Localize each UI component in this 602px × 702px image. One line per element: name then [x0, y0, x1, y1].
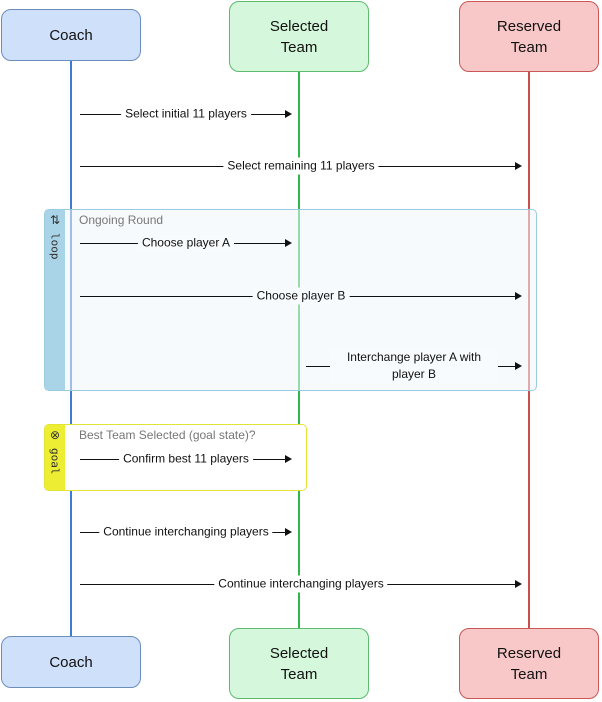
- message-continue-interchanging-selected[interactable]: Continue interchanging players: [80, 522, 292, 542]
- loop-frame-tag: loop: [48, 233, 62, 260]
- repeat-arrows-icon: ⇅: [49, 213, 61, 227]
- coach-actor-label: Coach: [49, 653, 93, 671]
- message-select-remaining-players[interactable]: Select remaining 11 players: [80, 156, 522, 176]
- message-label: Interchange player A with player B: [330, 349, 498, 383]
- coach-actor-top[interactable]: Coach: [1, 9, 141, 61]
- selected-team-label-line1: Selected: [269, 644, 329, 662]
- loop-frame-tab: ⇅ loop: [45, 210, 65, 390]
- reserved-team-label-line1: Reserved: [496, 17, 562, 35]
- goal-frame-tab: ⊗ goal: [45, 425, 65, 490]
- message-select-initial-players[interactable]: Select initial 11 players: [80, 104, 292, 124]
- message-choose-player-b[interactable]: Choose player B: [80, 286, 522, 306]
- message-label: Select remaining 11 players: [223, 157, 379, 175]
- goal-frame-title: Best Team Selected (goal state)?: [79, 428, 256, 442]
- message-confirm-best-players[interactable]: Confirm best 11 players: [80, 449, 292, 469]
- message-interchange-players[interactable]: Interchange player A with player B: [306, 349, 522, 383]
- selected-team-label-line1: Selected: [269, 17, 329, 35]
- reserved-team-label-line2: Team: [510, 38, 548, 56]
- goal-icon: ⊗: [49, 428, 61, 442]
- selected-team-label-line2: Team: [280, 38, 318, 56]
- message-label: Select initial 11 players: [121, 105, 251, 123]
- coach-actor-bottom[interactable]: Coach: [1, 636, 141, 688]
- message-label: Continue interchanging players: [214, 575, 388, 593]
- reserved-team-actor-bottom[interactable]: Reserved Team: [459, 628, 599, 699]
- message-label: Confirm best 11 players: [119, 450, 253, 468]
- reserved-team-label-line2: Team: [510, 665, 548, 683]
- message-choose-player-a[interactable]: Choose player A: [80, 233, 292, 253]
- selected-team-label-line2: Team: [280, 665, 318, 683]
- loop-frame-title: Ongoing Round: [79, 213, 164, 227]
- message-label: Continue interchanging players: [99, 523, 273, 541]
- goal-frame-tag: goal: [48, 448, 62, 475]
- reserved-team-actor-top[interactable]: Reserved Team: [459, 1, 599, 72]
- message-label: Choose player A: [137, 234, 235, 252]
- reserved-team-label-line1: Reserved: [496, 644, 562, 662]
- coach-actor-label: Coach: [49, 26, 93, 44]
- message-continue-interchanging-reserved[interactable]: Continue interchanging players: [80, 574, 522, 594]
- selected-team-actor-bottom[interactable]: Selected Team: [229, 628, 369, 699]
- message-label: Choose player B: [252, 287, 350, 305]
- selected-team-actor-top[interactable]: Selected Team: [229, 1, 369, 72]
